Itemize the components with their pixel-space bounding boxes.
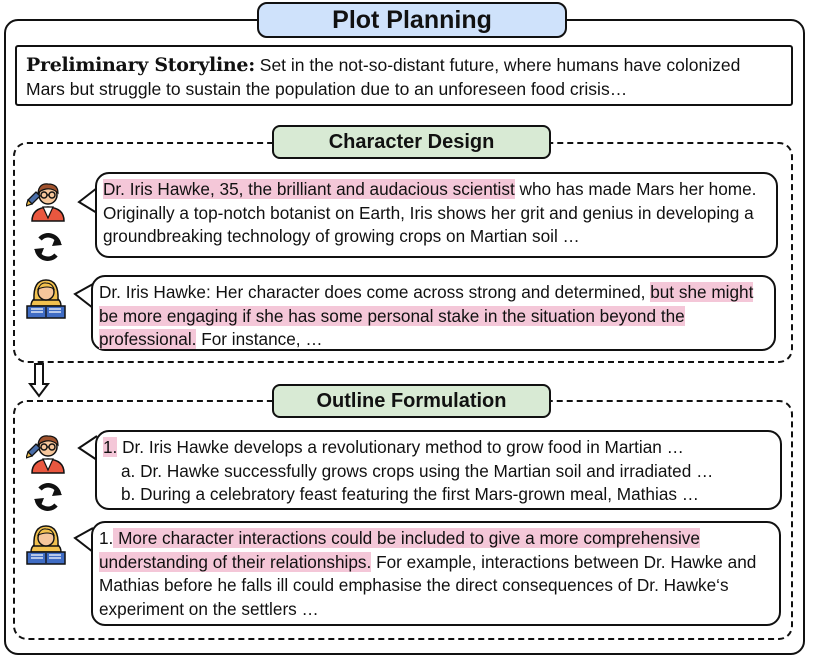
feedback-number: 1. — [99, 528, 114, 548]
outline-writer-bubble: 1. Dr. Iris Hawke develops a revolutiona… — [95, 430, 782, 510]
outline-formulation-title: Outline Formulation — [272, 384, 551, 418]
refresh-cycle-icon — [32, 232, 64, 262]
writer-icon — [26, 178, 70, 222]
character-writer-bubble: Dr. Iris Hawke, 35, the brilliant and au… — [95, 172, 778, 258]
speech-tail — [73, 283, 94, 309]
down-arrow-icon — [28, 362, 50, 398]
preliminary-storyline-box: Preliminary Storyline: Set in the not-so… — [15, 45, 793, 106]
outline-subitem: a. Dr. Hawke successfully grows crops us… — [121, 460, 714, 481]
speech-tail — [77, 435, 98, 461]
preliminary-storyline-text: Set in the not-so-distant future, where … — [26, 55, 741, 99]
character-reviewer-bubble: Dr. Iris Hawke: Her character does come … — [91, 275, 776, 351]
speech-tail — [77, 187, 98, 214]
highlight-text: Dr. Iris Hawke, 35, the brilliant and au… — [103, 179, 515, 199]
bubble-text: Dr. Iris Hawke: Her character does come … — [99, 282, 651, 302]
preliminary-storyline-label: Preliminary Storyline: — [26, 54, 255, 76]
bubble-text: For example, interactions between Dr. Ha… — [99, 551, 757, 619]
outline-item: Dr. Iris Hawke develops a revolutionary … — [117, 437, 684, 457]
highlight-number: 1. — [103, 437, 118, 457]
outline-subitem: b. During a celebratory feast featuring … — [121, 484, 699, 504]
bubble-text: who has made Mars her home. Originally a… — [103, 179, 757, 246]
bubble-text: For instance, … — [196, 329, 323, 349]
speech-tail — [73, 527, 94, 553]
page-title: Plot Planning — [257, 2, 567, 38]
reviewer-icon — [23, 522, 69, 566]
refresh-cycle-icon — [32, 482, 64, 512]
outline-reviewer-bubble: 1. More character interactions could be … — [91, 521, 781, 626]
reviewer-icon — [23, 276, 69, 320]
writer-icon — [26, 430, 70, 474]
character-design-title: Character Design — [272, 125, 551, 159]
